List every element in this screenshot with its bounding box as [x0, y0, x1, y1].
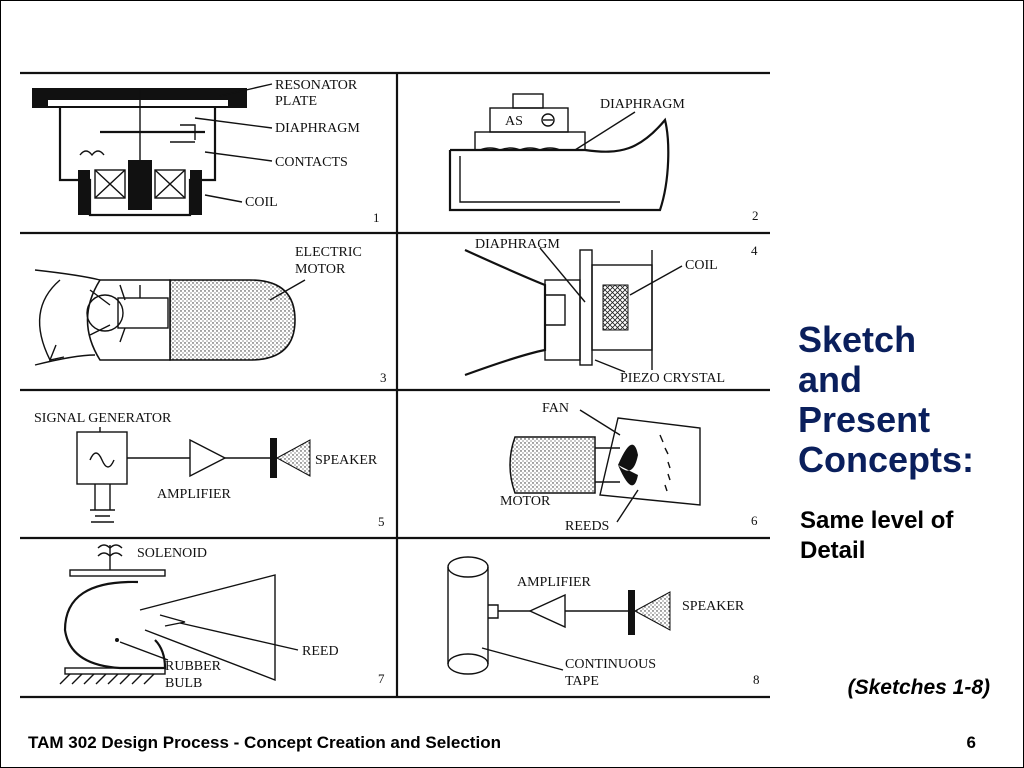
- diaphragm-label: DIAPHRAGM: [475, 237, 560, 252]
- slide-title: Sketch and Present Concepts:: [798, 320, 1013, 480]
- sketch-4: DIAPHRAGM COIL PIEZO CRYSTAL 4: [464, 237, 758, 386]
- subtitle-line: Detail: [800, 537, 866, 564]
- sketch-grid: RESONATOR PLATE DIAPHRAGM CONTACTS COIL …: [20, 71, 770, 699]
- sketch-number: 3: [380, 370, 387, 385]
- amplifier-label: AMPLIFIER: [517, 575, 592, 590]
- sketch-number: 6: [751, 513, 758, 528]
- continuous-label: CONTINUOUS: [565, 657, 656, 672]
- as-label: AS: [505, 114, 523, 129]
- amplifier-label: AMPLIFIER: [157, 487, 232, 502]
- sketch-number: 5: [378, 514, 385, 529]
- diaphragm-label: DIAPHRAGM: [600, 97, 685, 112]
- sketch-7: SOLENOID REED RUBBER BULB 7: [59, 544, 385, 691]
- coil-label: COIL: [245, 195, 278, 210]
- diaphragm-label: DIAPHRAGM: [275, 121, 360, 136]
- sketches-caption: (Sketches 1-8): [847, 676, 990, 699]
- resonator-label: RESONATOR: [275, 78, 358, 93]
- electric-label: ELECTRIC: [295, 245, 362, 260]
- speaker-label: SPEAKER: [315, 453, 378, 468]
- solenoid-label: SOLENOID: [137, 546, 207, 561]
- page-number: 6: [966, 733, 976, 752]
- motor-label: MOTOR: [500, 494, 551, 509]
- title-line: Present: [798, 399, 931, 440]
- piezo-label: PIEZO CRYSTAL: [620, 371, 725, 386]
- sketch-8: AMPLIFIER SPEAKER CONTINUOUS TAPE 8: [447, 556, 760, 689]
- sketch-panel: RESONATOR PLATE DIAPHRAGM CONTACTS COIL …: [20, 70, 770, 700]
- contacts-label: CONTACTS: [275, 155, 348, 170]
- footer-title: TAM 302 Design Process - Concept Creatio…: [28, 733, 501, 752]
- bulb-label: BULB: [165, 676, 202, 691]
- signal-generator-label: SIGNAL GENERATOR: [34, 411, 172, 426]
- sketch-number: 8: [753, 672, 760, 687]
- coil-label: COIL: [685, 258, 718, 273]
- motor-label: MOTOR: [295, 262, 346, 277]
- title-line: Sketch: [798, 319, 917, 360]
- tape-label: TAPE: [565, 674, 599, 689]
- sketch-5: SIGNAL GENERATOR SPEAKER AMPLIFIER 5: [34, 411, 385, 529]
- sketch-number: 4: [751, 243, 758, 258]
- sketch-number: 7: [378, 671, 385, 686]
- rubber-label: RUBBER: [165, 659, 222, 674]
- fan-label: FAN: [542, 401, 569, 416]
- speaker-label: SPEAKER: [682, 599, 745, 614]
- sketch-number: 1: [373, 210, 380, 225]
- plate-label: PLATE: [275, 94, 317, 109]
- reeds-label: REEDS: [565, 519, 609, 534]
- subtitle-line: Same level of: [800, 507, 954, 534]
- sketch-6: FAN MOTOR REEDS 6: [500, 401, 758, 534]
- reed-label: REED: [302, 644, 339, 659]
- title-line: and: [798, 359, 863, 400]
- grid-lines: [20, 71, 770, 699]
- title-line: Concepts:: [798, 439, 975, 480]
- sketch-3: ELECTRIC MOTOR 3: [34, 245, 387, 385]
- sketch-1: RESONATOR PLATE DIAPHRAGM CONTACTS COIL …: [32, 78, 380, 225]
- sketch-number: 2: [752, 208, 759, 223]
- sketch-2: AS DIAPHRAGM 2: [448, 93, 759, 223]
- slide-subtitle: Same level of Detail: [800, 506, 1015, 566]
